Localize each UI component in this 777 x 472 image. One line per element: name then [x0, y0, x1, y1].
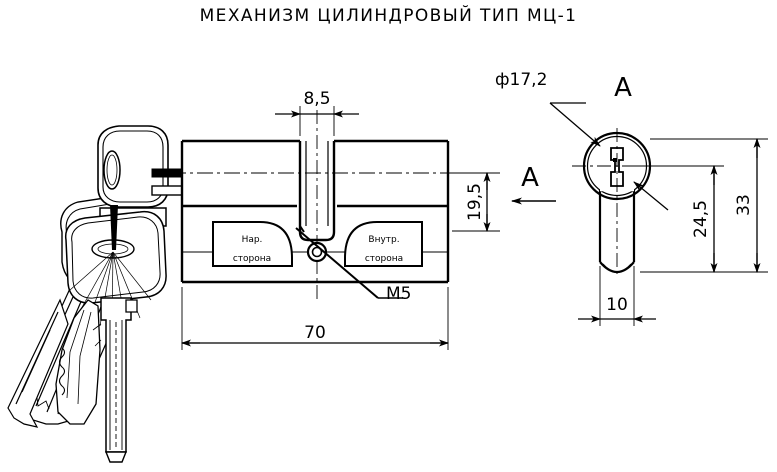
section-letter-view: A: [614, 73, 632, 103]
section-a-view: ф17,2 A 33: [495, 70, 768, 326]
m5-leader: [295, 225, 379, 299]
outer-side-label-line2: сторона: [233, 254, 271, 264]
inner-circle-pointer: [633, 181, 669, 211]
dimension-overall-length: 70: [181, 287, 449, 350]
inner-side-box: [344, 221, 423, 267]
dimension-value-70: 70: [304, 323, 326, 343]
outer-side-label-line1: Нар.: [242, 235, 263, 245]
dimension-value-8-5: 8,5: [303, 89, 330, 109]
dimension-value-10: 10: [606, 295, 628, 315]
page-title: МЕХАНИЗМ ЦИЛИНДРОВЫЙ ТИП МЦ-1: [199, 6, 578, 26]
dimension-axis-to-bottom: 19,5: [452, 172, 500, 232]
section-mark-front: A: [511, 163, 556, 205]
annotation-m5: M5: [386, 284, 411, 304]
dimension-value-24-5: 24,5: [691, 200, 711, 238]
outer-side-box: [212, 221, 293, 267]
dimension-value-33: 33: [734, 194, 754, 216]
key-set-illustration: [7, 125, 169, 463]
dimension-cam-width: 8,5: [275, 89, 359, 136]
dimension-value-diameter: ф17,2: [495, 70, 547, 90]
cam-pivot: [306, 241, 328, 263]
dimension-axis-height: 24,5: [624, 165, 724, 273]
cam-slot-inner: [305, 141, 329, 226]
section-letter-front: A: [521, 163, 539, 193]
diameter-leader: [549, 102, 601, 147]
dimension-overall-height: 33: [640, 138, 768, 273]
dimension-value-19-5: 19,5: [465, 183, 485, 221]
inner-side-label-line2: сторона: [365, 254, 403, 264]
inner-side-label-line1: Внутр.: [368, 235, 399, 245]
dimension-body-width: 10: [578, 266, 656, 326]
cylinder-body-outline: [180, 139, 450, 284]
